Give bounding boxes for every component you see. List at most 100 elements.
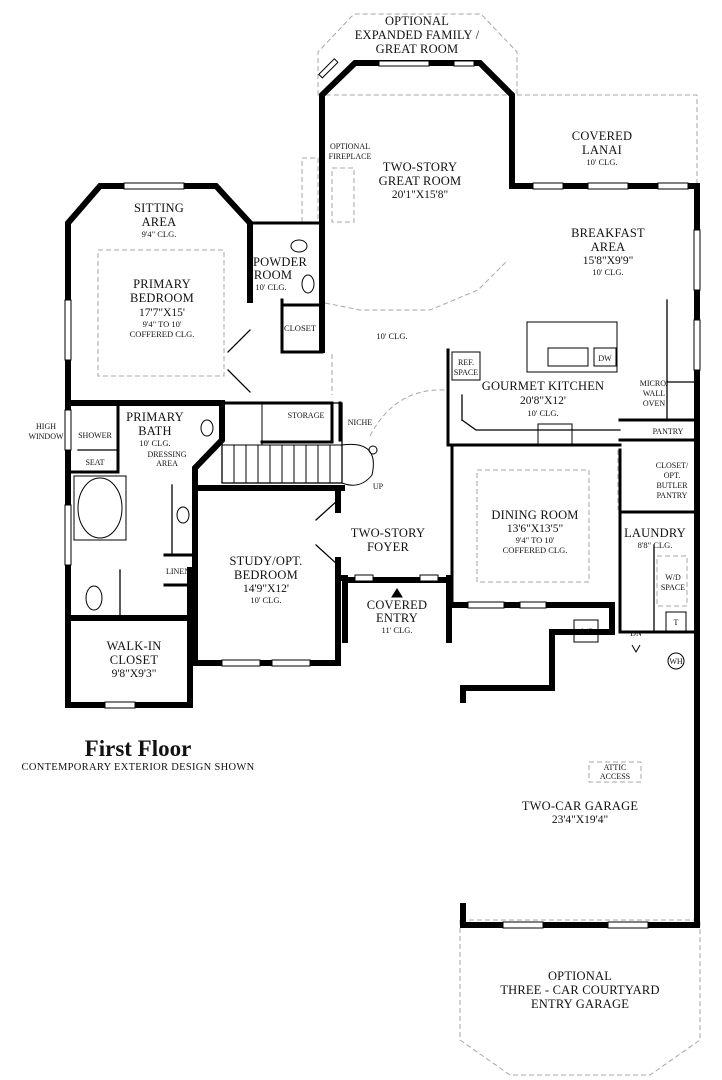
breakfast-label-1: BREAKFAST <box>571 226 645 240</box>
dressing-label-1: DRESSING <box>147 450 186 459</box>
plan-title: First Floor <box>85 736 192 761</box>
kitchen-dim: 20'8"X12' <box>520 395 566 407</box>
great-room-dim: 20'1"X15'8" <box>392 189 448 201</box>
study-label-1: STUDY/OPT. <box>230 554 303 568</box>
kitchen-back-counter <box>461 419 621 431</box>
dining-clg-1: 9'4" TO 10' <box>516 535 555 545</box>
primary-bedroom-clg-1: 9'4" TO 10' <box>143 319 182 329</box>
fireplace-hearth <box>331 167 355 223</box>
fireplace-label-1: OPTIONAL <box>330 142 370 151</box>
sitting-area-label-2: AREA <box>142 215 177 229</box>
powder-room-clg: 10' CLG. <box>255 282 286 292</box>
butler-label-1: CLOSET/ <box>656 461 689 470</box>
primary-bath-label-2: BATH <box>138 424 171 438</box>
fireplace-label-2: FIREPLACE <box>329 152 372 161</box>
ref-space-label-1: REF. <box>458 358 474 367</box>
walk-in-closet-dim: 9'8"X9'3" <box>112 668 157 680</box>
optional-fireplace-outline <box>301 157 319 223</box>
optional-garage-label-2: THREE - CAR COURTYARD <box>500 983 659 997</box>
butler-label-2: OPT. <box>664 471 681 480</box>
optional-family-label-3: GREAT ROOM <box>376 42 459 56</box>
butler-label-3: BUTLER <box>656 481 688 490</box>
shower-label: SHOWER <box>78 431 112 440</box>
entry-label-1: COVERED <box>367 598 427 612</box>
bathtub <box>77 477 123 539</box>
laundry-clg: 8'8" CLG. <box>638 540 673 550</box>
t-box <box>665 611 687 633</box>
study-wall <box>192 485 341 666</box>
optional-expanded-family-outline <box>317 13 518 96</box>
wh-label: WH <box>669 657 683 666</box>
optional-family-label-2: EXPANDED FAMILY / <box>355 28 480 42</box>
foyer-label-2: FOYER <box>367 540 409 554</box>
study-dim: 14'9"X12' <box>243 583 289 595</box>
fixtures <box>73 239 403 611</box>
niche-label: NICHE <box>348 418 373 427</box>
optional-garage-label-3: ENTRY GARAGE <box>531 997 629 1011</box>
bedroom-door-angle <box>227 329 251 353</box>
pantry-label: PANTRY <box>653 427 684 436</box>
laundry-label: LAUNDRY <box>624 526 686 540</box>
dining-dim: 13'6"X13'5" <box>507 523 563 535</box>
breakfast-clg: 10' CLG. <box>592 267 623 277</box>
ac-box <box>573 619 599 643</box>
walk-in-closet-label-2: CLOSET <box>110 653 159 667</box>
lanai-clg: 10' CLG. <box>586 157 617 167</box>
breakfast-dim: 15'8"X9'9" <box>583 255 634 267</box>
primary-bedroom-label-2: BEDROOM <box>130 291 194 305</box>
garage-wall <box>460 903 700 928</box>
study-label-2: BEDROOM <box>234 568 298 582</box>
breakfast-label-2: AREA <box>591 240 626 254</box>
entry-label-2: ENTRY <box>376 611 418 625</box>
dishwasher <box>593 347 617 367</box>
attic-label-2: ACCESS <box>600 772 630 781</box>
bath-sink-1 <box>200 419 214 437</box>
dressing-label-2: AREA <box>156 459 178 468</box>
walk-in-closet-label-1: WALK-IN <box>107 639 162 653</box>
stair-treads <box>222 403 342 483</box>
study-door-2 <box>315 544 339 566</box>
optional-outlines <box>97 13 701 1076</box>
dn-label: DN <box>630 629 642 638</box>
primary-bedroom-label-1: PRIMARY <box>133 277 191 291</box>
toilet <box>85 585 103 611</box>
great-room-label-1: TWO-STORY <box>383 160 458 174</box>
micro-label-2: WALL <box>643 389 665 398</box>
storage-label: STORAGE <box>288 411 325 420</box>
ref-space-box <box>451 351 481 381</box>
primary-bath-label-1: PRIMARY <box>126 410 184 424</box>
windows <box>64 58 701 929</box>
closet-wall <box>280 298 324 354</box>
ac-label: A/C <box>579 627 592 636</box>
sitting-area-label-1: SITTING <box>134 201 184 215</box>
micro-label-1: MICRO/ <box>640 379 669 388</box>
up-label: UP <box>373 482 384 491</box>
room-labels: OPTIONAL EXPANDED FAMILY / GREAT ROOM CO… <box>28 14 689 1011</box>
water-heater <box>667 652 685 670</box>
powder-room-label-2: ROOM <box>254 268 292 282</box>
t-label: T <box>674 618 679 627</box>
attic-access-box <box>588 761 642 783</box>
butler-label-4: PANTRY <box>657 491 688 500</box>
optional-lanai-outline <box>517 94 698 185</box>
linen-label: LINEN <box>166 567 190 576</box>
great-room-wall <box>319 60 700 189</box>
garage-west-wall <box>460 629 555 703</box>
tub-deck <box>73 475 127 541</box>
kitchen-sink <box>547 347 589 367</box>
cooktop <box>537 423 573 445</box>
stair-newel <box>368 445 378 455</box>
wd-label-1: W/D <box>665 573 681 582</box>
attic-label-1: ATTIC <box>604 763 627 772</box>
primary-bath-clg: 10' CLG. <box>139 438 170 448</box>
dining-label: DINING ROOM <box>491 508 578 522</box>
kitchen-island <box>526 321 618 373</box>
study-door-1 <box>315 499 339 521</box>
seat-label: SEAT <box>85 458 104 467</box>
lanai-label-1: COVERED <box>572 129 632 143</box>
wd-label-2: SPACE <box>661 583 685 592</box>
powder-sink <box>290 239 308 253</box>
foyer-arc <box>369 389 446 437</box>
